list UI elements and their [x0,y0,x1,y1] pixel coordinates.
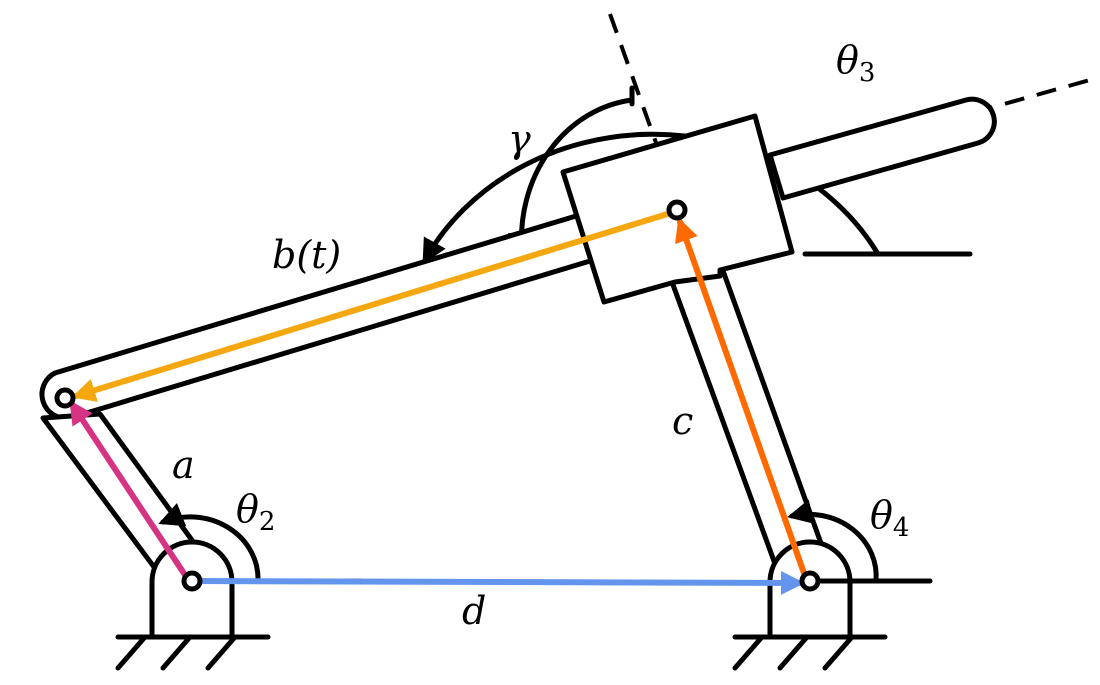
pivot-left-ground [181,570,203,592]
vector-a [69,399,190,581]
label-theta3: θ3 [836,38,875,88]
theta3-arc [422,131,881,265]
label-d: d [462,589,486,633]
label-theta2: θ2 [236,487,275,537]
pivot-right-ground [799,570,821,592]
vector-c [675,217,808,579]
left-ground-support [115,539,271,671]
pivot-slider [666,199,688,221]
label-theta4: θ4 [870,493,909,543]
label-b: b(t) [272,233,341,277]
vector-d [193,570,805,595]
vector-b [71,209,677,402]
gamma-arc [507,97,635,257]
theta2-arc [158,503,261,584]
slider-rod [767,96,997,201]
pivot-crank-pin [54,387,76,409]
label-a: a [172,443,195,487]
right-ground-support [732,539,888,671]
theta4-arc [787,499,879,584]
label-gamma: γ [508,117,531,161]
label-c: c [672,399,693,443]
